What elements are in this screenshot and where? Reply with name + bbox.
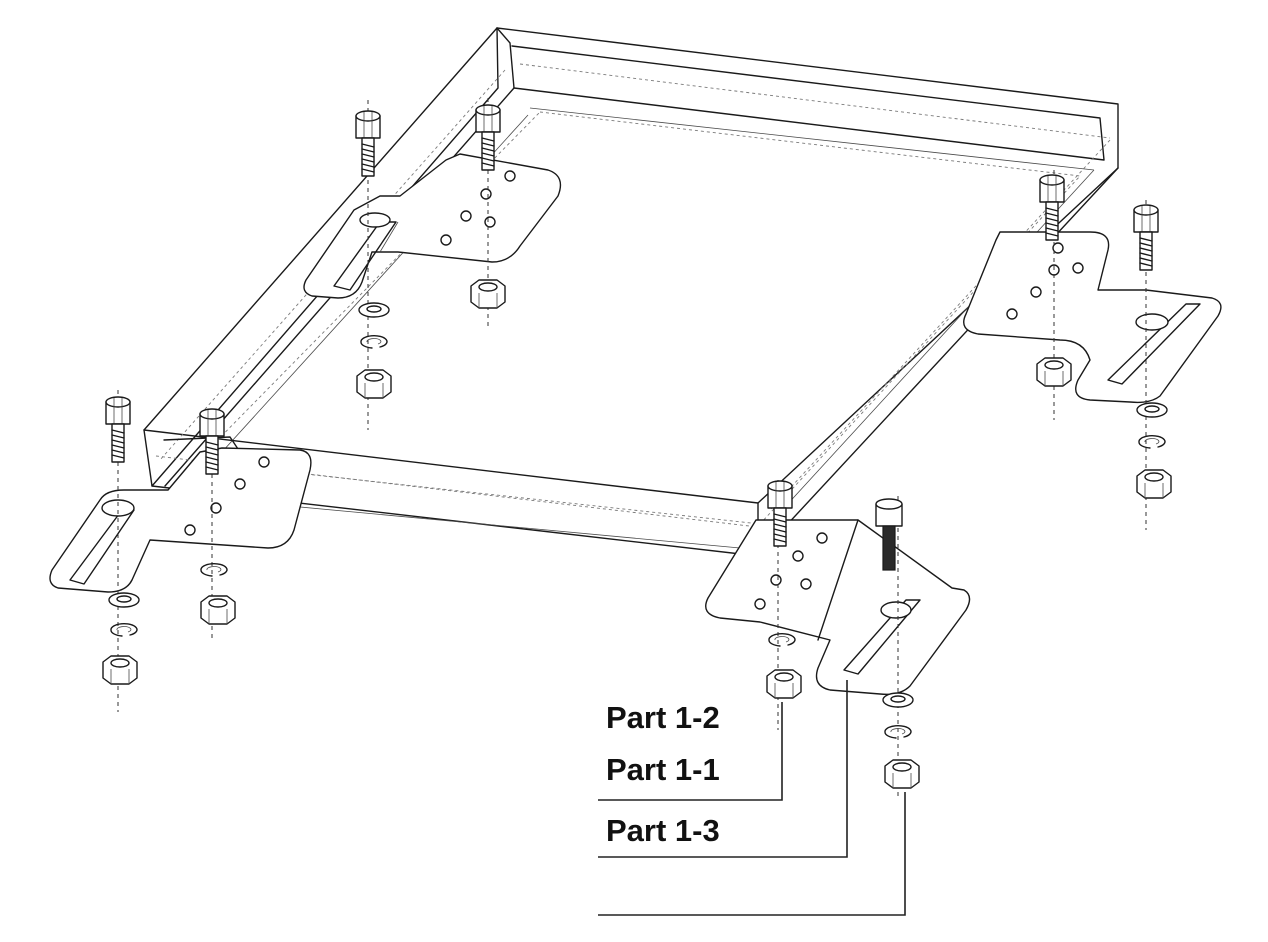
- bracket-front-right: [705, 519, 971, 696]
- hardware-back-left: [356, 279, 506, 399]
- bolt-back-right-outer: [1133, 204, 1159, 271]
- callout-part-1-3: Part 1-3: [606, 813, 720, 848]
- bracket-back-left: [303, 153, 562, 299]
- callout-leaders: [598, 680, 906, 916]
- bolt-front-left-outer: [105, 396, 131, 463]
- bracket-front-left: [49, 447, 312, 593]
- callout-part-1-2: Part 1-2: [606, 700, 720, 735]
- bolt-front-right-callout: [875, 498, 903, 571]
- bracket-back-right: [963, 231, 1222, 404]
- callout-part-1-1: Part 1-1: [606, 752, 720, 787]
